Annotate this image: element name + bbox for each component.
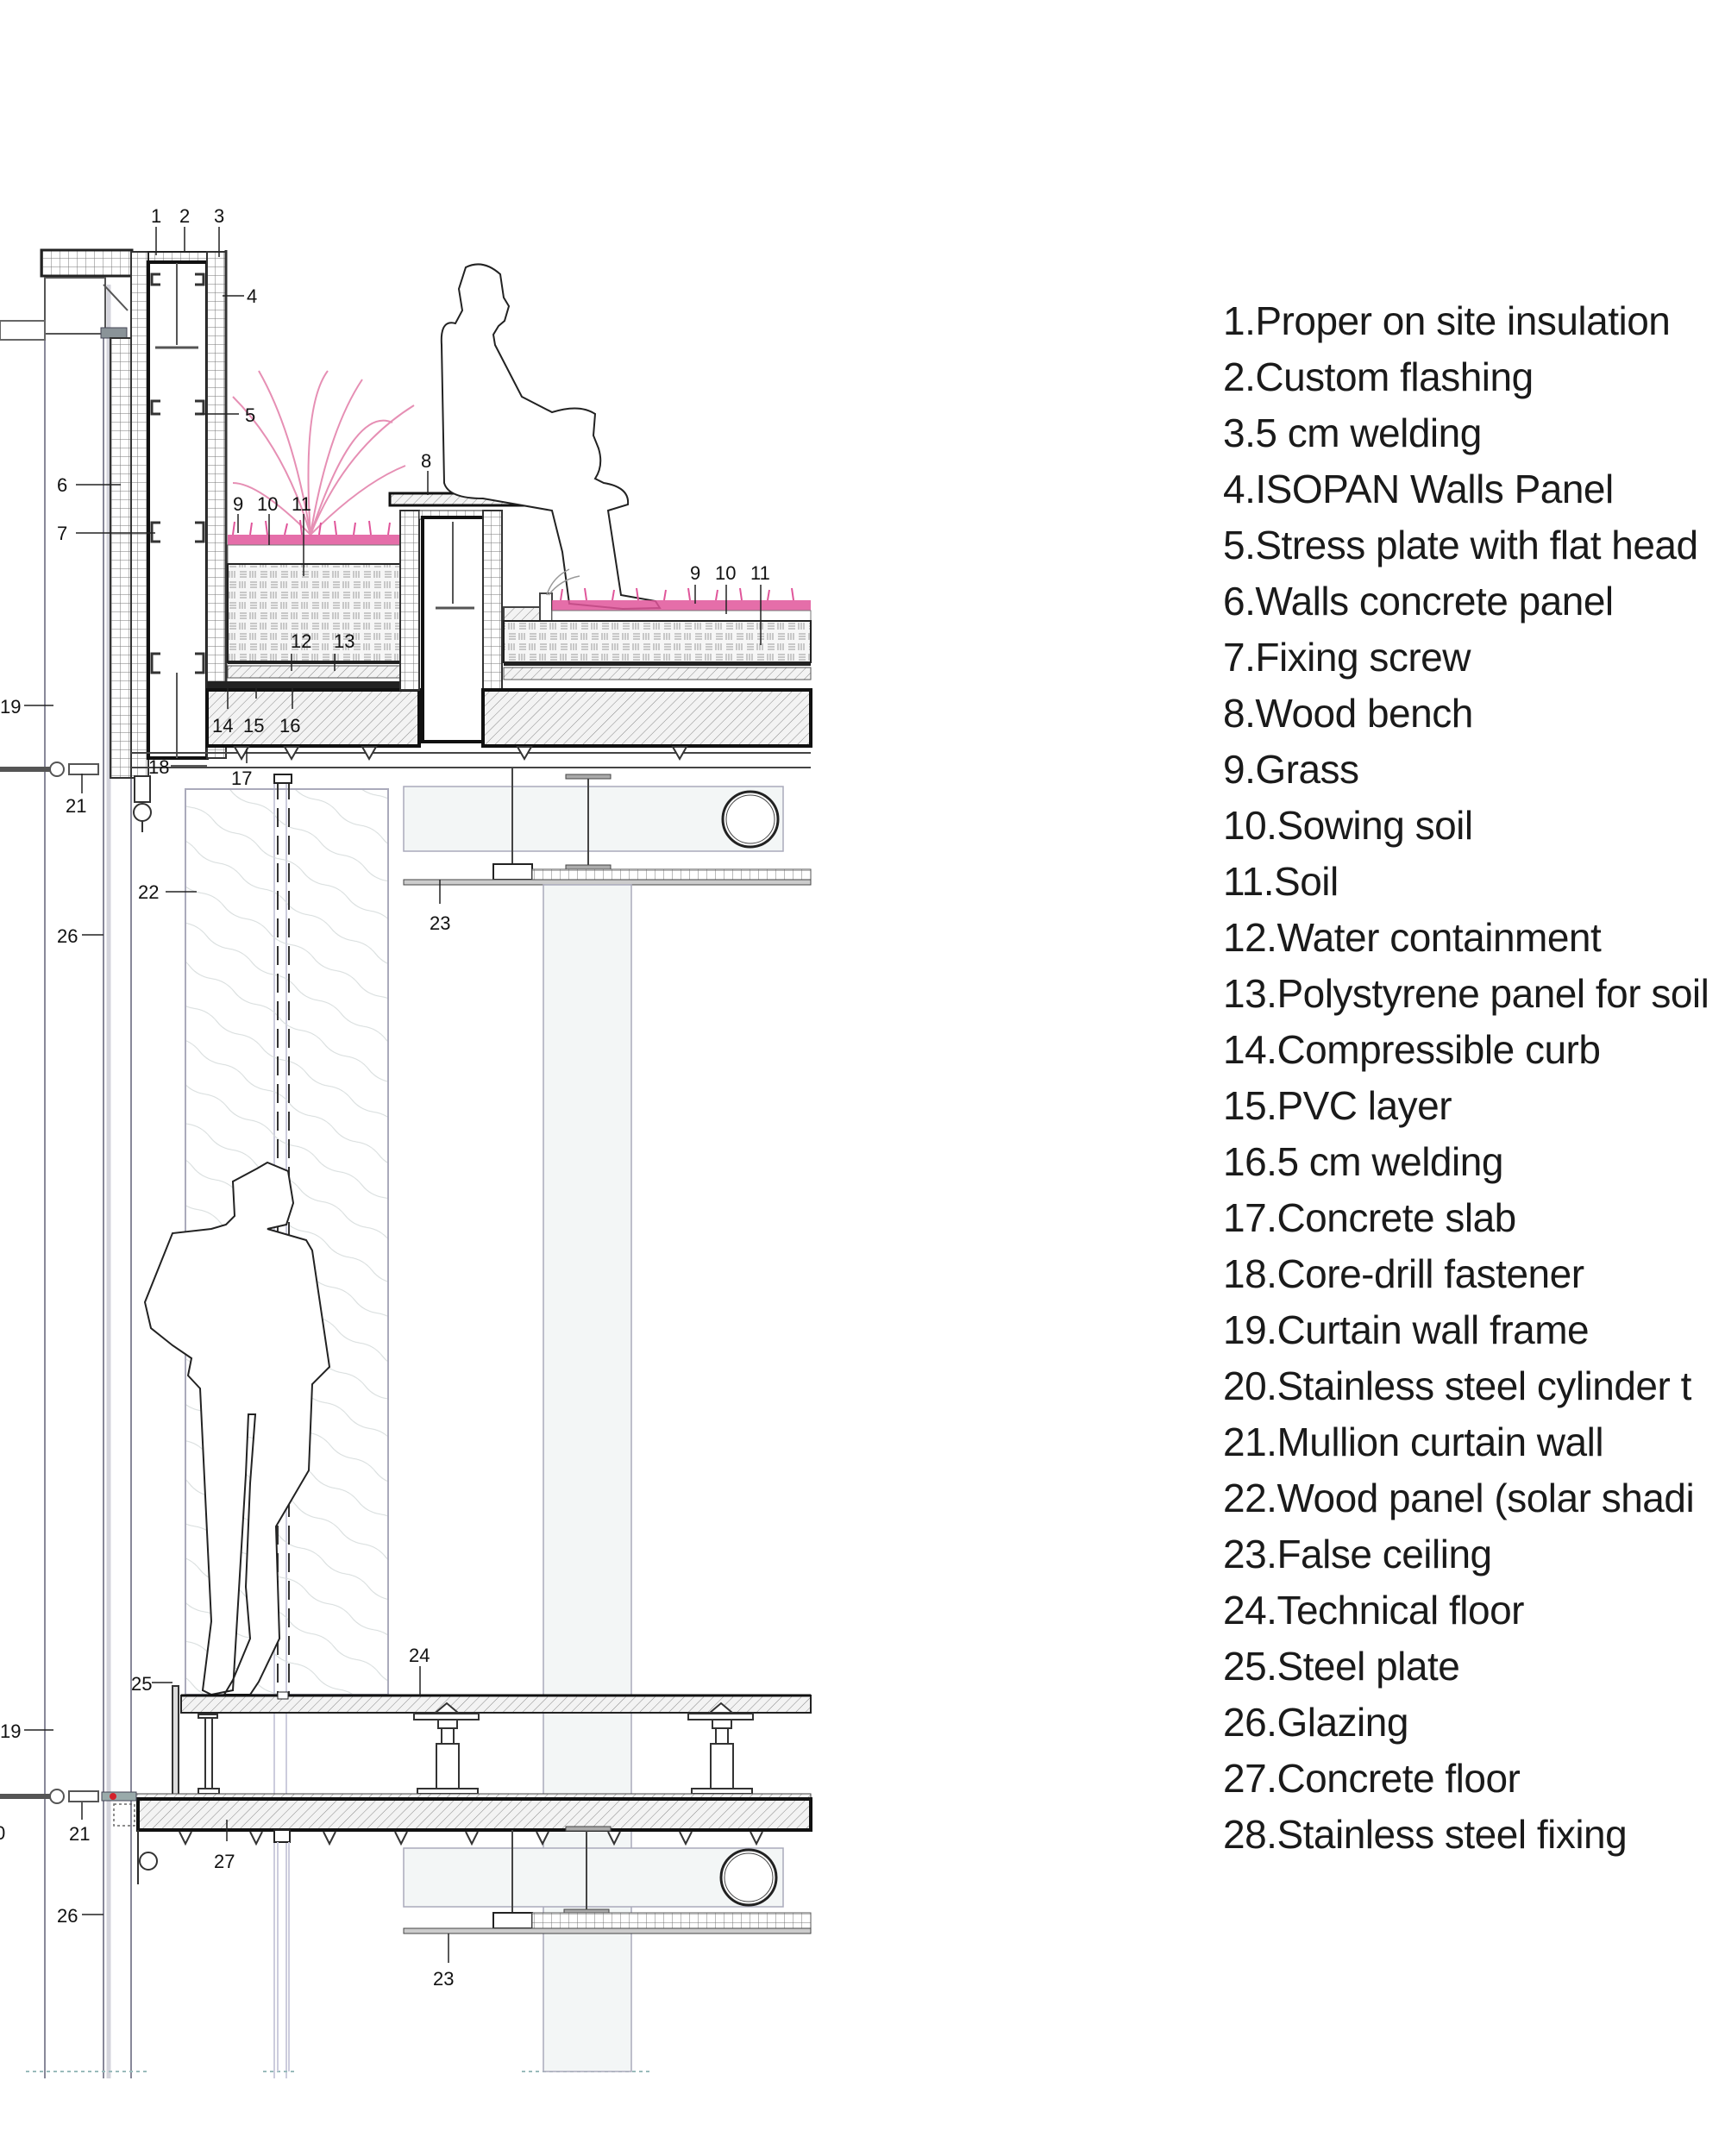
parapet — [0, 248, 228, 779]
pedestal — [687, 1702, 754, 1795]
legend-item-1: 1.Proper on site insulation — [1223, 298, 1671, 343]
callout-15: 15 — [243, 715, 264, 736]
legend-item-20: 20.Stainless steel cylinder t — [1223, 1363, 1691, 1408]
callout-21-lower: 21 — [69, 1823, 90, 1845]
callout-11-right: 11 — [750, 562, 770, 584]
legend-item-4: 4.ISOPAN Walls Panel — [1223, 467, 1614, 511]
callout-9-left: 9 — [233, 493, 243, 515]
left-planter — [205, 370, 421, 748]
legend-item-9: 9.Grass — [1223, 747, 1359, 792]
callout-5: 5 — [245, 404, 255, 426]
legend-item-5: 5.Stress plate with flat head — [1223, 523, 1698, 567]
legend-item-8: 8.Wood bench — [1223, 691, 1473, 736]
lower-floor — [0, 1685, 812, 2071]
legend-item-12: 12.Water containment — [1223, 915, 1602, 960]
legend-item-3: 3.5 cm welding — [1223, 411, 1482, 455]
legend-item-23: 23.False ceiling — [1223, 1532, 1492, 1576]
legend-item-21: 21.Mullion curtain wall — [1223, 1420, 1604, 1464]
legend-item-25: 25.Steel plate — [1223, 1644, 1460, 1689]
legend-item-17: 17.Concrete slab — [1223, 1195, 1516, 1240]
walking-person-silhouette — [143, 1161, 331, 1696]
callout-21-upper: 21 — [66, 795, 86, 817]
callout-26-lower: 26 — [57, 1905, 78, 1927]
seated-person-silhouette — [440, 263, 662, 611]
callout-1: 1 — [151, 205, 161, 227]
fixing-dot — [110, 1793, 116, 1800]
callout-8: 8 — [421, 450, 431, 472]
legend-item-6: 6.Walls concrete panel — [1223, 579, 1614, 624]
callout-19-lower: 19 — [0, 1720, 21, 1742]
legend-item-26: 26.Glazing — [1223, 1700, 1408, 1745]
legend-item-22: 22.Wood panel (solar shadi — [1223, 1476, 1695, 1520]
callout-2: 2 — [179, 205, 190, 227]
callout-16: 16 — [279, 715, 300, 736]
callout-17: 17 — [231, 768, 252, 789]
callout-18: 18 — [148, 756, 169, 778]
bench — [388, 492, 812, 748]
pedestal — [413, 1702, 480, 1795]
callout-3: 3 — [214, 205, 224, 227]
legend-item-7: 7.Fixing screw — [1223, 635, 1471, 680]
legend-item-13: 13.Polystyrene panel for soil — [1223, 971, 1709, 1016]
callout-4: 4 — [247, 285, 257, 307]
callout-leaders — [24, 227, 762, 1963]
pedestal — [198, 1714, 220, 1795]
callout-13: 13 — [334, 630, 354, 652]
legend-item-2: 2.Custom flashing — [1223, 354, 1534, 399]
legend-item-24: 24.Technical floor — [1223, 1588, 1524, 1633]
legend: 1.Proper on site insulation 2.Custom fla… — [1223, 293, 1725, 1863]
callout-20: 0 — [0, 1822, 5, 1844]
callout-6: 6 — [57, 474, 67, 496]
legend-item-10: 10.Sowing soil — [1223, 803, 1473, 848]
legend-item-15: 15.PVC layer — [1223, 1083, 1452, 1128]
callout-26-upper: 26 — [57, 925, 78, 947]
callout-12: 12 — [291, 630, 311, 652]
callout-labels: 1 2 3 4 5 6 7 8 9 10 11 12 13 14 15 16 1… — [0, 205, 770, 1990]
callout-9-right: 9 — [690, 562, 700, 584]
callout-10-right: 10 — [715, 562, 736, 584]
legend-item-27: 27.Concrete floor — [1223, 1756, 1521, 1801]
right-planter — [503, 568, 812, 680]
legend-item-28: 28.Stainless steel fixing — [1223, 1812, 1628, 1857]
callout-23-upper: 23 — [430, 912, 450, 934]
legend-item-11: 11.Soil — [1223, 859, 1339, 904]
callout-11-left: 11 — [292, 493, 311, 515]
legend-item-16: 16.5 cm welding — [1223, 1139, 1503, 1184]
callout-24: 24 — [409, 1645, 430, 1666]
upper-slab — [0, 746, 811, 832]
lower-ceiling — [403, 1826, 812, 1934]
callout-23-lower: 23 — [433, 1968, 454, 1990]
callout-7: 7 — [57, 523, 67, 544]
callout-19-upper: 19 — [0, 696, 21, 718]
callout-25: 25 — [131, 1673, 152, 1695]
callout-22: 22 — [138, 881, 159, 903]
callout-10-left: 10 — [257, 493, 278, 515]
legend-item-19: 19.Curtain wall frame — [1223, 1307, 1590, 1352]
legend-item-18: 18.Core-drill fastener — [1223, 1251, 1584, 1296]
callout-14: 14 — [212, 715, 233, 736]
callout-27: 27 — [214, 1851, 235, 1872]
legend-item-14: 14.Compressible curb — [1223, 1027, 1601, 1072]
section-drawing: 1 2 3 4 5 6 7 8 9 10 11 12 13 14 15 16 1… — [0, 205, 812, 2078]
